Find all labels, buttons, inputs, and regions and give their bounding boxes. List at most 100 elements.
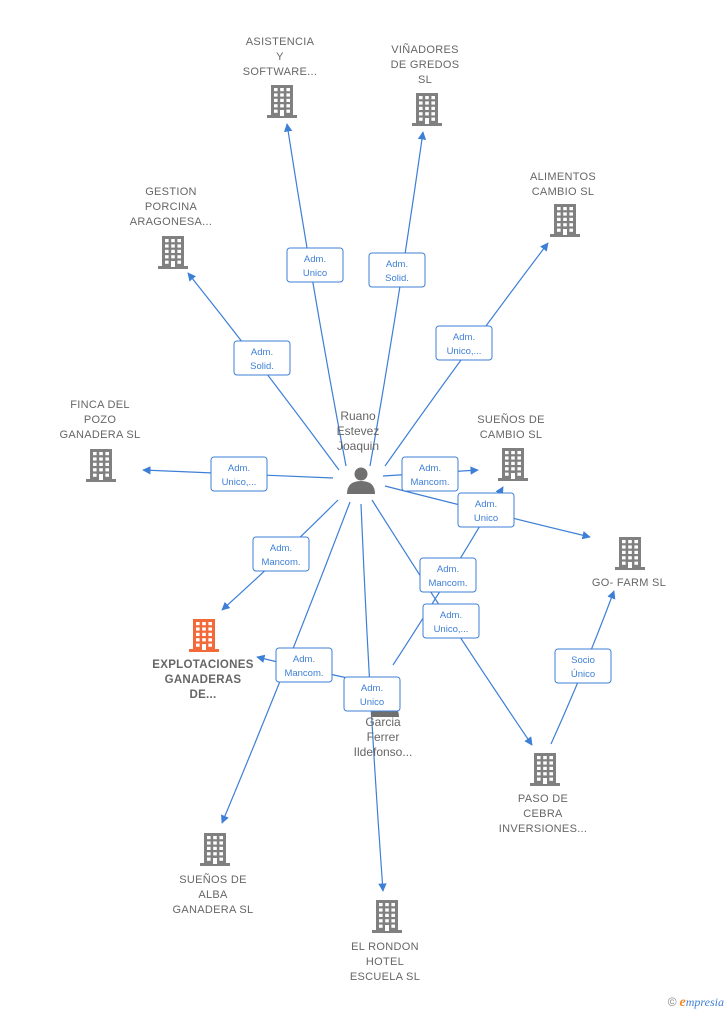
node-label-line: CAMBIO SL (532, 186, 595, 198)
edge-ruano-vinadores (369, 131, 427, 467)
node-label-line: Y (276, 51, 284, 63)
node-label-line: GO- FARM SL (592, 577, 666, 589)
company-node-suenos_cambio[interactable]: SUEÑOS DE CAMBIO SL (477, 413, 545, 481)
node-label-line: EXPLOTACIONES (152, 659, 253, 671)
edge-label-box (343, 676, 401, 712)
company-node-finca[interactable]: FINCA DEL POZO GANADERA SL (60, 399, 141, 482)
node-label-line: POZO (84, 414, 117, 426)
edge-label-ruano-gofarm[interactable]: Adm.Unico (457, 492, 515, 528)
building-icon (158, 236, 188, 269)
edge-label-box (422, 603, 480, 639)
edge-label-line: Mancom. (261, 557, 300, 568)
node-label-line: FINCA DEL (70, 399, 130, 411)
building-icon (189, 619, 219, 652)
edge-label-line: Adm. (419, 463, 441, 474)
edge-label-box (457, 492, 515, 528)
node-label-line: DE... (189, 689, 216, 701)
node-label-line: Estevez (337, 424, 380, 438)
company-node-gofarm[interactable]: GO- FARM SL (592, 537, 666, 589)
company-node-gestion[interactable]: GESTIONPORCINAARAGONESA... (130, 186, 212, 269)
node-label-line: HOTEL (366, 956, 404, 968)
node-label-line: Ildefonso... (354, 745, 413, 759)
edge-label-ruano-gestion[interactable]: Adm.Solid. (233, 340, 291, 376)
edge-label-ruano-asistencia[interactable]: Adm.Unico (286, 247, 344, 283)
company-node-alimentos[interactable]: ALIMENTOS CAMBIO SL (530, 171, 596, 237)
person-icon (347, 467, 375, 494)
building-icon (550, 204, 580, 237)
edge-label-ruano-finca[interactable]: Adm. Unico,... (210, 456, 268, 492)
edge-ruano-asistencia (284, 123, 347, 467)
edge-label-line: Adm. (270, 543, 292, 554)
edge-label-ruano-alimentos[interactable]: Adm.Unico,... (435, 325, 493, 361)
edge-label-line: Adm. (386, 259, 408, 270)
company-node-suenos_alba[interactable]: SUEÑOS DE ALBA GANADERA SL (173, 833, 254, 916)
edge-label-line: Mancom. (428, 578, 467, 589)
node-label-line: GANADERAS (165, 674, 242, 686)
node-label-line: DE GREDOS (391, 59, 460, 71)
building-icon (530, 753, 560, 786)
node-label-line: GANADERA SL (60, 429, 141, 441)
node-label-line: ALBA (198, 889, 228, 901)
edge-label-ruano-suenos_cambio[interactable]: Adm. Mancom. (401, 456, 459, 492)
edge-label-line: Unico,... (434, 624, 469, 635)
edge-label-box (368, 252, 426, 288)
edge-label-garcia-explotaciones[interactable]: Adm. Mancom. (275, 647, 333, 683)
copyright-symbol: © (667, 995, 677, 1009)
edge-label-box (286, 247, 344, 283)
edge-label-line: Unico (474, 513, 498, 524)
edge-label-ruano-vinadores[interactable]: Adm. Solid. (368, 252, 426, 288)
edge-label-line: Mancom. (410, 477, 449, 488)
node-label-line: EL RONDON (351, 941, 419, 953)
edge-label-line: Unico,... (222, 477, 257, 488)
edge-label-line: Adm. (361, 683, 383, 694)
edge-label-line: Adm. (440, 610, 462, 621)
node-label-line: CEBRA (523, 808, 563, 820)
edge-label-line: Mancom. (284, 668, 323, 679)
building-icon (86, 449, 116, 482)
node-label-line: Ferrer (367, 730, 400, 744)
node-label-line: INVERSIONES... (499, 823, 588, 835)
company-node-rondon[interactable]: EL RONDON HOTEL ESCUELA SL (350, 900, 420, 983)
node-label-line: ALIMENTOS (530, 171, 596, 183)
edge-label-box (554, 648, 612, 684)
empresia-logo[interactable]: ©empresia (668, 995, 724, 1011)
building-icon (372, 900, 402, 933)
edge-label-ruano-explotaciones[interactable]: Adm. Mancom. (252, 536, 310, 572)
edge-label-box (252, 536, 310, 572)
edge-label-line: Adm. (228, 463, 250, 474)
edge-label-line: Adm. (293, 654, 315, 665)
company-node-asistencia[interactable]: ASISTENCIAYSOFTWARE... (243, 36, 317, 118)
node-label-line: GESTION (145, 186, 197, 198)
node-label-line: Garcia (365, 715, 401, 729)
node-label-line: SUEÑOS DE (477, 413, 545, 426)
node-label-line: GANADERA SL (173, 904, 254, 916)
edge-label-garcia-suenos_cambio[interactable]: Adm.Mancom. (419, 557, 477, 593)
logo-initial: e (679, 995, 686, 1010)
node-label-line: SUEÑOS DE (179, 873, 247, 886)
node-label-line: CAMBIO SL (480, 429, 543, 441)
node-label-line: SOFTWARE... (243, 66, 317, 78)
building-icon (615, 537, 645, 570)
building-icon (498, 448, 528, 481)
edge-label-ruano-paso[interactable]: Adm. Unico,... (422, 603, 480, 639)
edge-label-line: Unico (303, 268, 327, 279)
company-node-explotaciones[interactable]: EXPLOTACIONES GANADERAS DE... (152, 619, 253, 701)
node-label-line: ESCUELA SL (350, 971, 420, 983)
company-node-paso[interactable]: PASO DE CEBRA INVERSIONES... (499, 753, 588, 835)
node-label-line: PASO DE (518, 793, 568, 805)
node-label-line: VIÑADORES (391, 43, 459, 56)
edge-labels-layer: Adm.UnicoAdm.Solid.Adm.Unico,...Adm.Soli… (210, 247, 612, 712)
building-icon (267, 85, 297, 118)
edge-label-line: Adm. (251, 347, 273, 358)
edge-label-box (419, 557, 477, 593)
edge-label-line: Unico (360, 697, 384, 708)
edge-label-line: Solid. (385, 273, 409, 284)
building-icon (412, 93, 442, 126)
node-label-line: PORCINA (145, 201, 198, 213)
edge-label-ruano-rondon[interactable]: Adm. Unico (343, 676, 401, 712)
